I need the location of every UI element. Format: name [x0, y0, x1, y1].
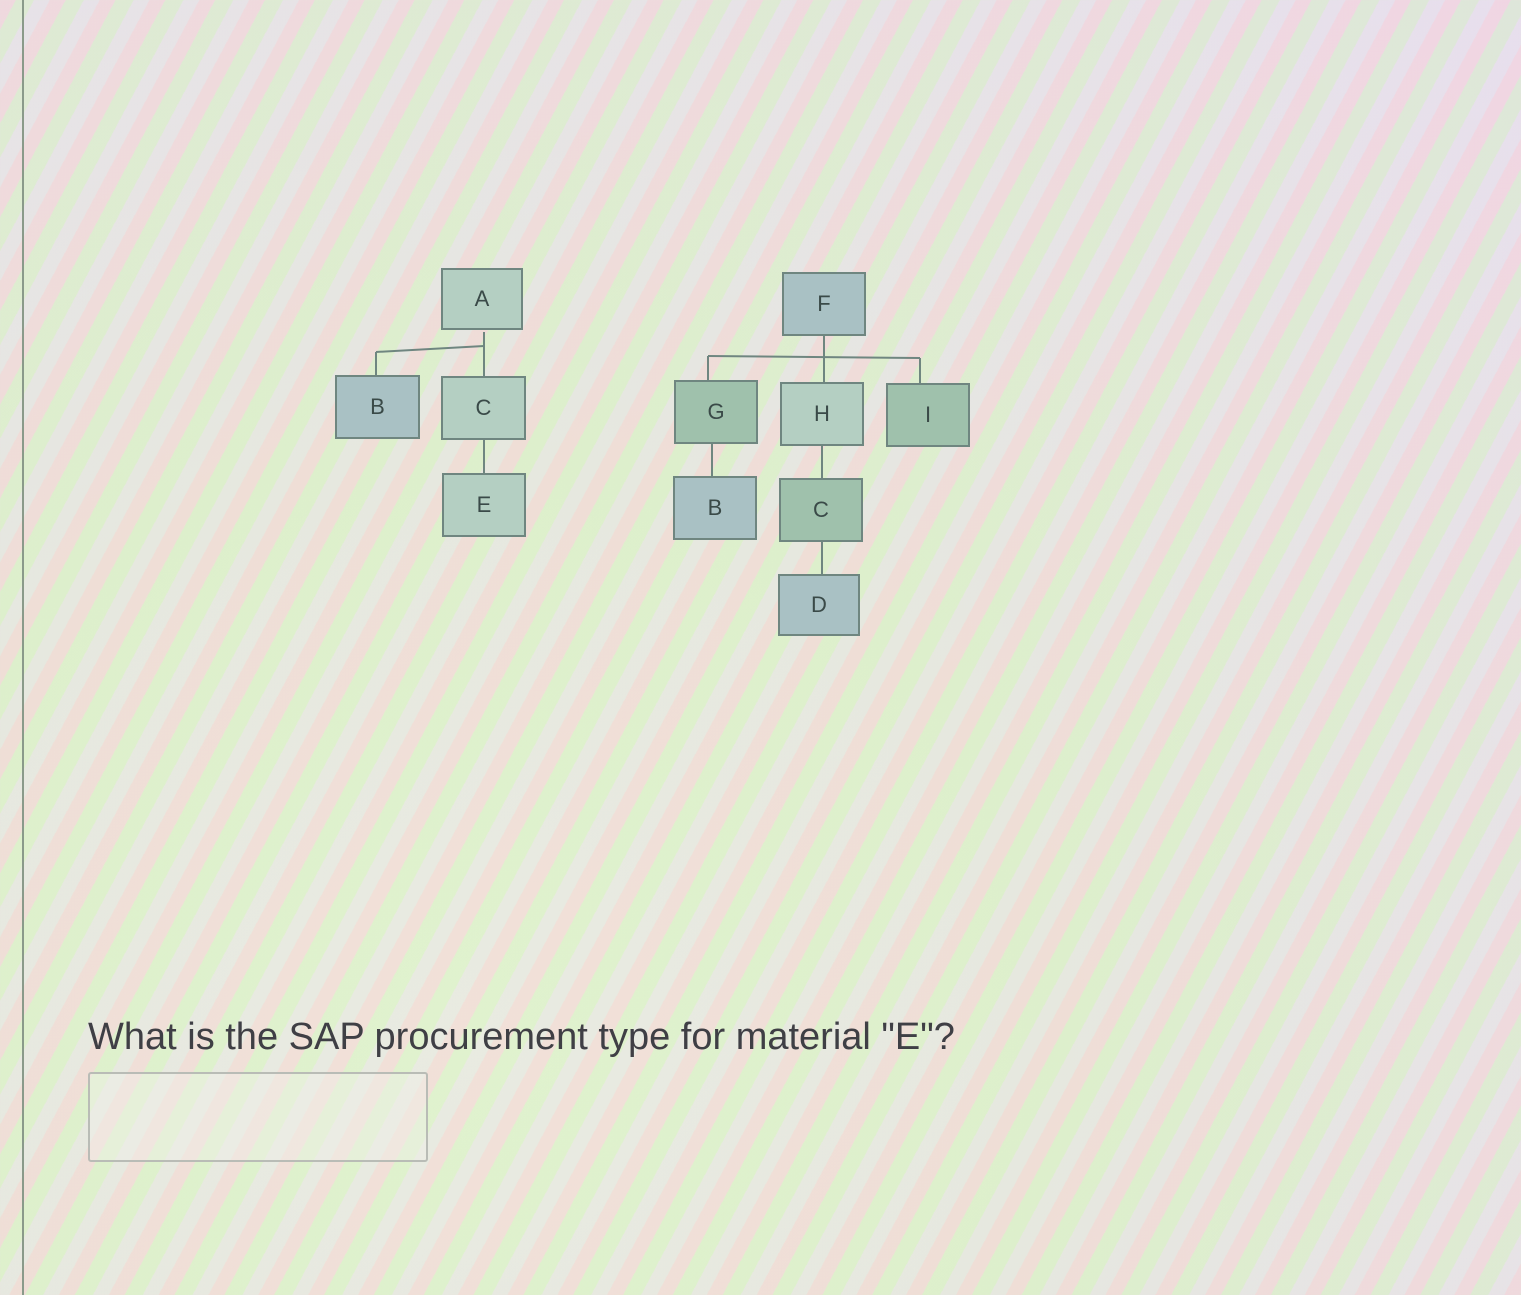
node-a: A [441, 268, 523, 330]
node-f: F [782, 272, 866, 336]
connector-a-bar [375, 345, 485, 353]
node-e: E [442, 473, 526, 537]
node-h: H [780, 382, 864, 446]
answer-input[interactable] [88, 1072, 428, 1162]
node-b-left: B [335, 375, 420, 439]
node-d: D [778, 574, 860, 636]
page-frame [22, 0, 1521, 1295]
node-i: I [886, 383, 970, 447]
node-b-right: B [673, 476, 757, 540]
node-c-left: C [441, 376, 526, 440]
connector-f-bar [707, 355, 921, 359]
node-g: G [674, 380, 758, 444]
question-text: What is the SAP procurement type for mat… [88, 1016, 955, 1058]
node-c-right: C [779, 478, 863, 542]
